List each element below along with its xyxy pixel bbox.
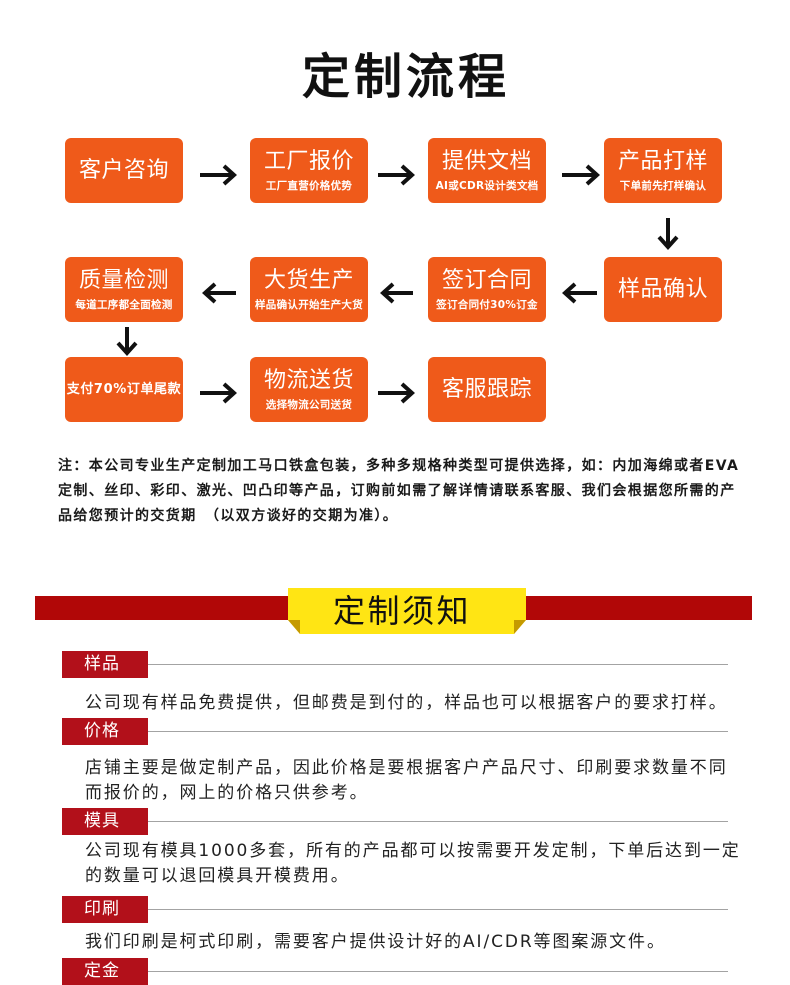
note-line: 定制、丝印、彩印、激光、凹凸印等产品，订购前如需了解详情请联系客服、我们会根据您… xyxy=(58,483,736,499)
step-subtitle: 签订合同付30%订金 xyxy=(436,298,538,311)
note-line: 注：本公司专业生产定制加工马口铁盒包装，多种多规格种类型可提供选择，如：内加海绵… xyxy=(58,458,740,474)
arrow-left-icon xyxy=(202,282,236,304)
step-customer-consultation: 客户咨询 xyxy=(65,138,183,203)
section-divider xyxy=(148,731,728,732)
step-title: 签订合同 xyxy=(441,267,532,293)
section-line: 店铺主要是做定制产品，因此价格是要根据客户产品尺寸、印刷要求数量不同 xyxy=(85,758,728,778)
arrow-right-icon xyxy=(378,164,415,186)
step-subtitle: 样品确认开始生产大货 xyxy=(255,298,363,311)
section-line: 而报价的，网上的价格只供参考。 xyxy=(85,783,369,803)
step-title: 客户咨询 xyxy=(78,157,169,183)
notice-banner-title: 定制须知 xyxy=(333,592,472,630)
section-line: 我们印刷是柯式印刷，需要客户提供设计好的AI/CDR等图案源文件。 xyxy=(85,932,666,952)
section-label-mold: 模具 xyxy=(62,808,148,835)
section-text-sample: 公司现有样品免费提供，但邮费是到付的，样品也可以根据客户的要求打样。 xyxy=(85,691,728,716)
step-title: 样品确认 xyxy=(617,276,708,302)
section-label-price: 价格 xyxy=(62,718,148,745)
section-label-printing: 印刷 xyxy=(62,896,148,923)
step-title: 大货生产 xyxy=(263,267,354,293)
arrow-right-icon xyxy=(562,164,600,186)
step-factory-quote: 工厂报价 工厂直营价格优势 xyxy=(250,138,368,203)
arrow-left-icon xyxy=(562,282,597,304)
step-quality-inspection: 质量检测 每道工序都全面检测 xyxy=(65,257,183,322)
section-label-deposit: 定金 xyxy=(62,958,148,985)
step-subtitle: 工厂直营价格优势 xyxy=(265,179,353,192)
step-title: 工厂报价 xyxy=(263,148,354,174)
step-title: 客服跟踪 xyxy=(441,376,532,402)
step-title: 质量检测 xyxy=(78,267,169,293)
step-subtitle: AI或CDR设计类文档 xyxy=(435,179,539,192)
step-title: 物流送货 xyxy=(263,367,354,393)
section-line: 的数量可以退回模具开模费用。 xyxy=(85,866,350,886)
step-provide-documents: 提供文档 AI或CDR设计类文档 xyxy=(428,138,546,203)
section-divider xyxy=(148,821,728,822)
step-mass-production: 大货生产 样品确认开始生产大货 xyxy=(250,257,368,322)
step-subtitle: 每道工序都全面检测 xyxy=(75,298,173,311)
note-line: 品给您预计的交货期 （以双方谈好的交期为准）。 xyxy=(58,508,399,524)
step-title: 支付70%订单尾款 xyxy=(66,381,182,397)
step-sample-making: 产品打样 下单前先打样确认 xyxy=(604,138,722,203)
step-title: 提供文档 xyxy=(441,148,532,174)
step-sign-contract: 签订合同 签订合同付30%订金 xyxy=(428,257,546,322)
arrow-left-icon xyxy=(380,282,413,304)
step-title: 产品打样 xyxy=(617,148,708,174)
arrow-right-icon xyxy=(200,164,237,186)
section-text-price: 店铺主要是做定制产品，因此价格是要根据客户产品尺寸、印刷要求数量不同 而报价的，… xyxy=(85,756,728,806)
step-subtitle: 选择物流公司送货 xyxy=(265,398,353,411)
step-sample-confirmation: 样品确认 xyxy=(604,257,722,322)
step-final-payment: 支付70%订单尾款 xyxy=(65,357,183,422)
section-text-printing: 我们印刷是柯式印刷，需要客户提供设计好的AI/CDR等图案源文件。 xyxy=(85,930,666,955)
notice-banner-ribbon xyxy=(288,588,526,634)
arrow-right-icon xyxy=(378,382,415,404)
step-customer-service-tracking: 客服跟踪 xyxy=(428,357,546,422)
section-divider xyxy=(148,664,728,665)
section-divider xyxy=(148,971,728,972)
step-logistics-delivery: 物流送货 选择物流公司送货 xyxy=(250,357,368,422)
page-title: 定制流程 xyxy=(302,49,511,105)
arrow-down-icon xyxy=(657,218,679,250)
section-divider xyxy=(148,909,728,910)
flow-connectors xyxy=(116,164,679,404)
step-subtitle: 下单前先打样确认 xyxy=(619,179,707,192)
arrow-down-icon xyxy=(116,327,138,356)
section-line: 公司现有样品免费提供，但邮费是到付的，样品也可以根据客户的要求打样。 xyxy=(85,693,728,713)
section-line: 公司现有模具1000多套，所有的产品都可以按需要开发定制，下单后达到一定 xyxy=(85,841,741,861)
section-text-mold: 公司现有模具1000多套，所有的产品都可以按需要开发定制，下单后达到一定 的数量… xyxy=(85,839,741,889)
section-label-sample: 样品 xyxy=(62,651,148,678)
order-note: 注：本公司专业生产定制加工马口铁盒包装，多种多规格种类型可提供选择，如：内加海绵… xyxy=(58,454,788,529)
arrow-right-icon xyxy=(200,382,237,404)
